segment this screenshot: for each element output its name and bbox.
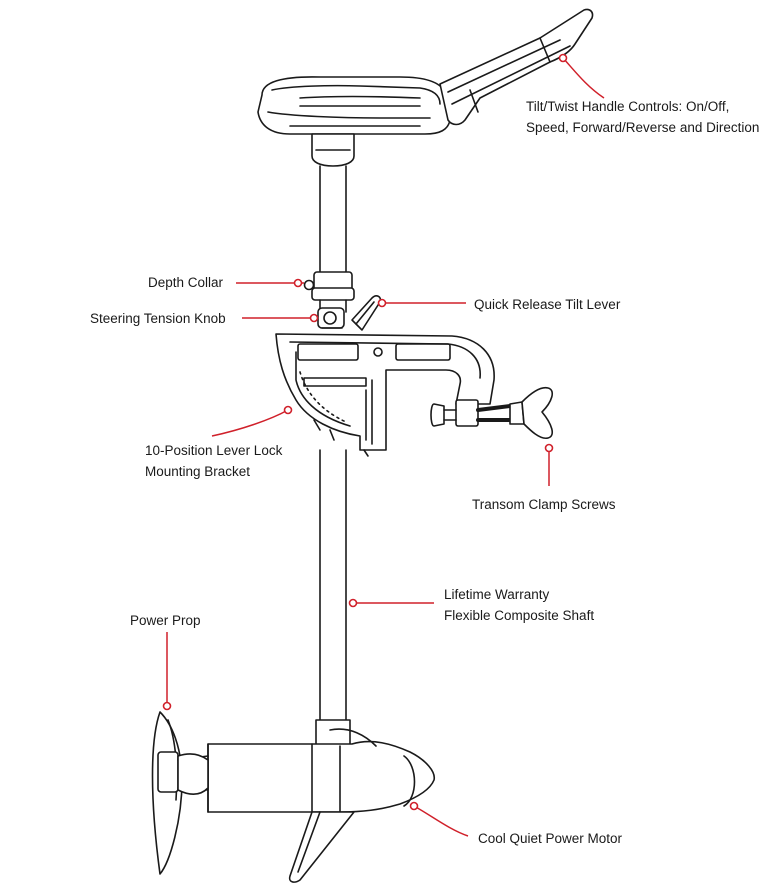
- upper-shaft: [319, 165, 347, 273]
- label-bracket: 10-Position Lever Lock Mounting Bracket: [145, 443, 283, 479]
- label-handle: Tilt/Twist Handle Controls: On/Off, Spee…: [526, 99, 760, 135]
- callout-dot-prop: [162, 701, 172, 711]
- label-steering-knob: Steering Tension Knob: [90, 311, 226, 326]
- label-tilt-lever: Quick Release Tilt Lever: [474, 297, 621, 312]
- callout-line-bracket: [211, 409, 289, 437]
- label-prop: Power Prop: [130, 613, 201, 628]
- label-motor: Cool Quiet Power Motor: [478, 831, 623, 846]
- callout-line-motor: [413, 805, 469, 837]
- callout-dot-bracket: [283, 405, 293, 415]
- transom-clamp: [430, 386, 554, 440]
- control-head: [257, 76, 451, 135]
- label-depth-collar: Depth Collar: [148, 275, 224, 290]
- depth-collar: [303, 271, 355, 313]
- callout-dot-motor: [409, 801, 419, 811]
- callout-dot-depth-collar: [293, 278, 303, 288]
- power-prop: [151, 711, 209, 875]
- label-clamp-screws: Transom Clamp Screws: [472, 497, 616, 512]
- tiller-handle: [439, 8, 594, 126]
- callout-dot-tilt-lever: [377, 298, 387, 308]
- callout-dot-handle: [558, 53, 568, 63]
- steering-knob: [317, 307, 345, 329]
- label-shaft: Lifetime Warranty Flexible Composite Sha…: [444, 587, 595, 623]
- motor-housing: [207, 728, 435, 813]
- callout-line-handle: [562, 57, 605, 99]
- callout-dot-clamp-screws: [544, 443, 554, 453]
- mounting-bracket: [275, 333, 495, 457]
- skeg-fin: [288, 811, 355, 883]
- tilt-lever: [351, 295, 382, 331]
- callout-dot-shaft: [348, 598, 358, 608]
- lower-shaft: [315, 449, 351, 747]
- head-collar: [311, 133, 355, 167]
- callout-dot-steering-knob: [309, 313, 319, 323]
